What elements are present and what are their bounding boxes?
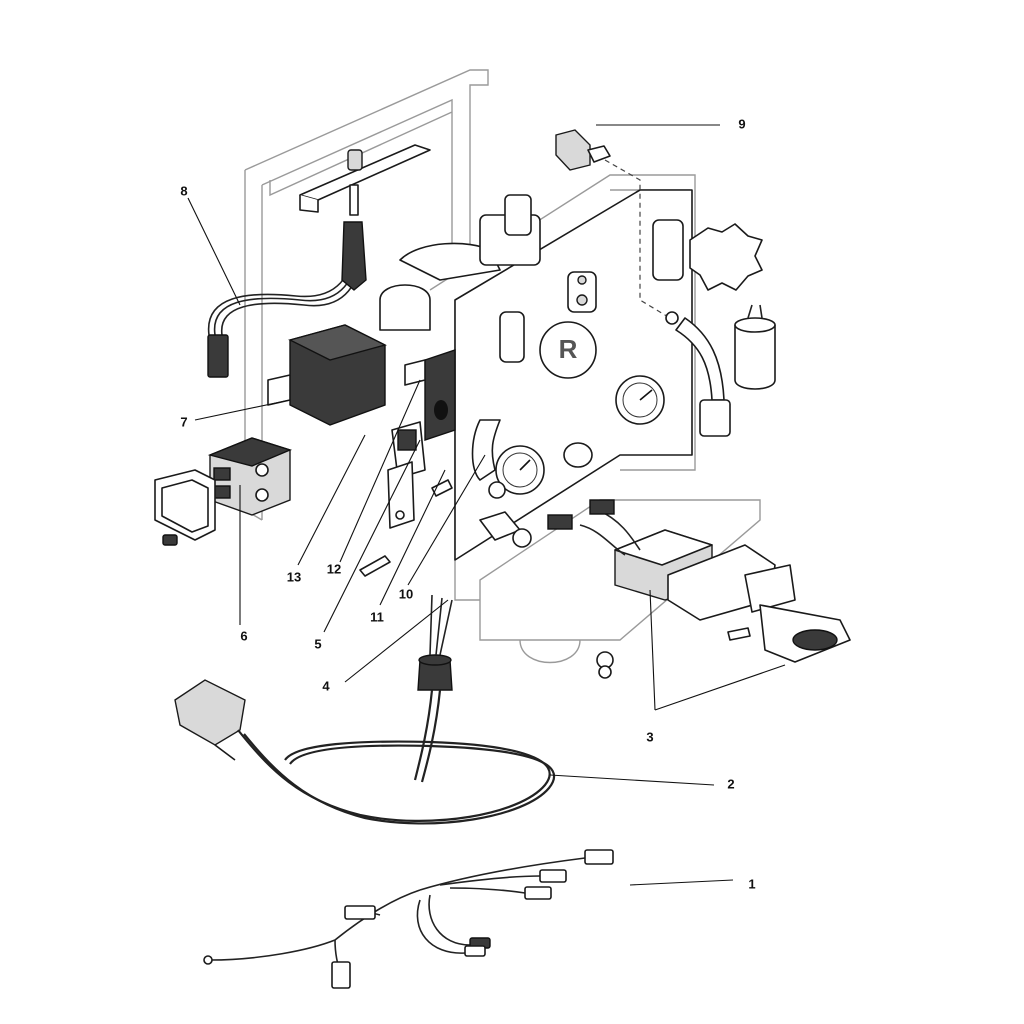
part-8-wiring-loom (207, 221, 367, 378)
screws (359, 479, 751, 679)
part-10-fitting (479, 481, 532, 548)
front-panel: R (454, 189, 693, 561)
callout-5: 5 (314, 636, 321, 651)
callout-1: 1 (748, 876, 755, 891)
callout-7: 7 (180, 414, 187, 429)
steam-valve-assembly (652, 219, 763, 437)
part-6-relay-block (207, 437, 293, 516)
leader-lines (187, 124, 786, 886)
callout-10: 10 (399, 586, 413, 601)
left-bracket (154, 469, 216, 546)
part-7-control-box (267, 324, 387, 426)
callout-labels: 1 2 3 4 5 6 7 8 9 10 11 12 13 (180, 116, 755, 891)
part-4-grommet (417, 594, 453, 691)
callout-6: 6 (240, 628, 247, 643)
top-bracket (299, 144, 431, 216)
callout-12: 12 (327, 561, 341, 576)
callout-8: 8 (180, 183, 187, 198)
switch-assembly (387, 349, 456, 529)
part-2-mains-cable (174, 679, 556, 825)
callout-2: 2 (727, 776, 734, 791)
callout-3: 3 (646, 729, 653, 744)
callout-9: 9 (738, 116, 745, 131)
callout-11: 11 (370, 609, 384, 624)
knob-logo (539, 321, 597, 379)
internal-plumbing (379, 194, 541, 481)
capacitor (734, 304, 776, 390)
callout-4: 4 (322, 678, 330, 693)
part-9-pressure-switch (555, 129, 679, 325)
part-3-electronics (547, 499, 851, 663)
logo-letter: R (559, 334, 578, 364)
callout-13: 13 (287, 569, 301, 584)
part-1-wire-harness (203, 849, 614, 989)
